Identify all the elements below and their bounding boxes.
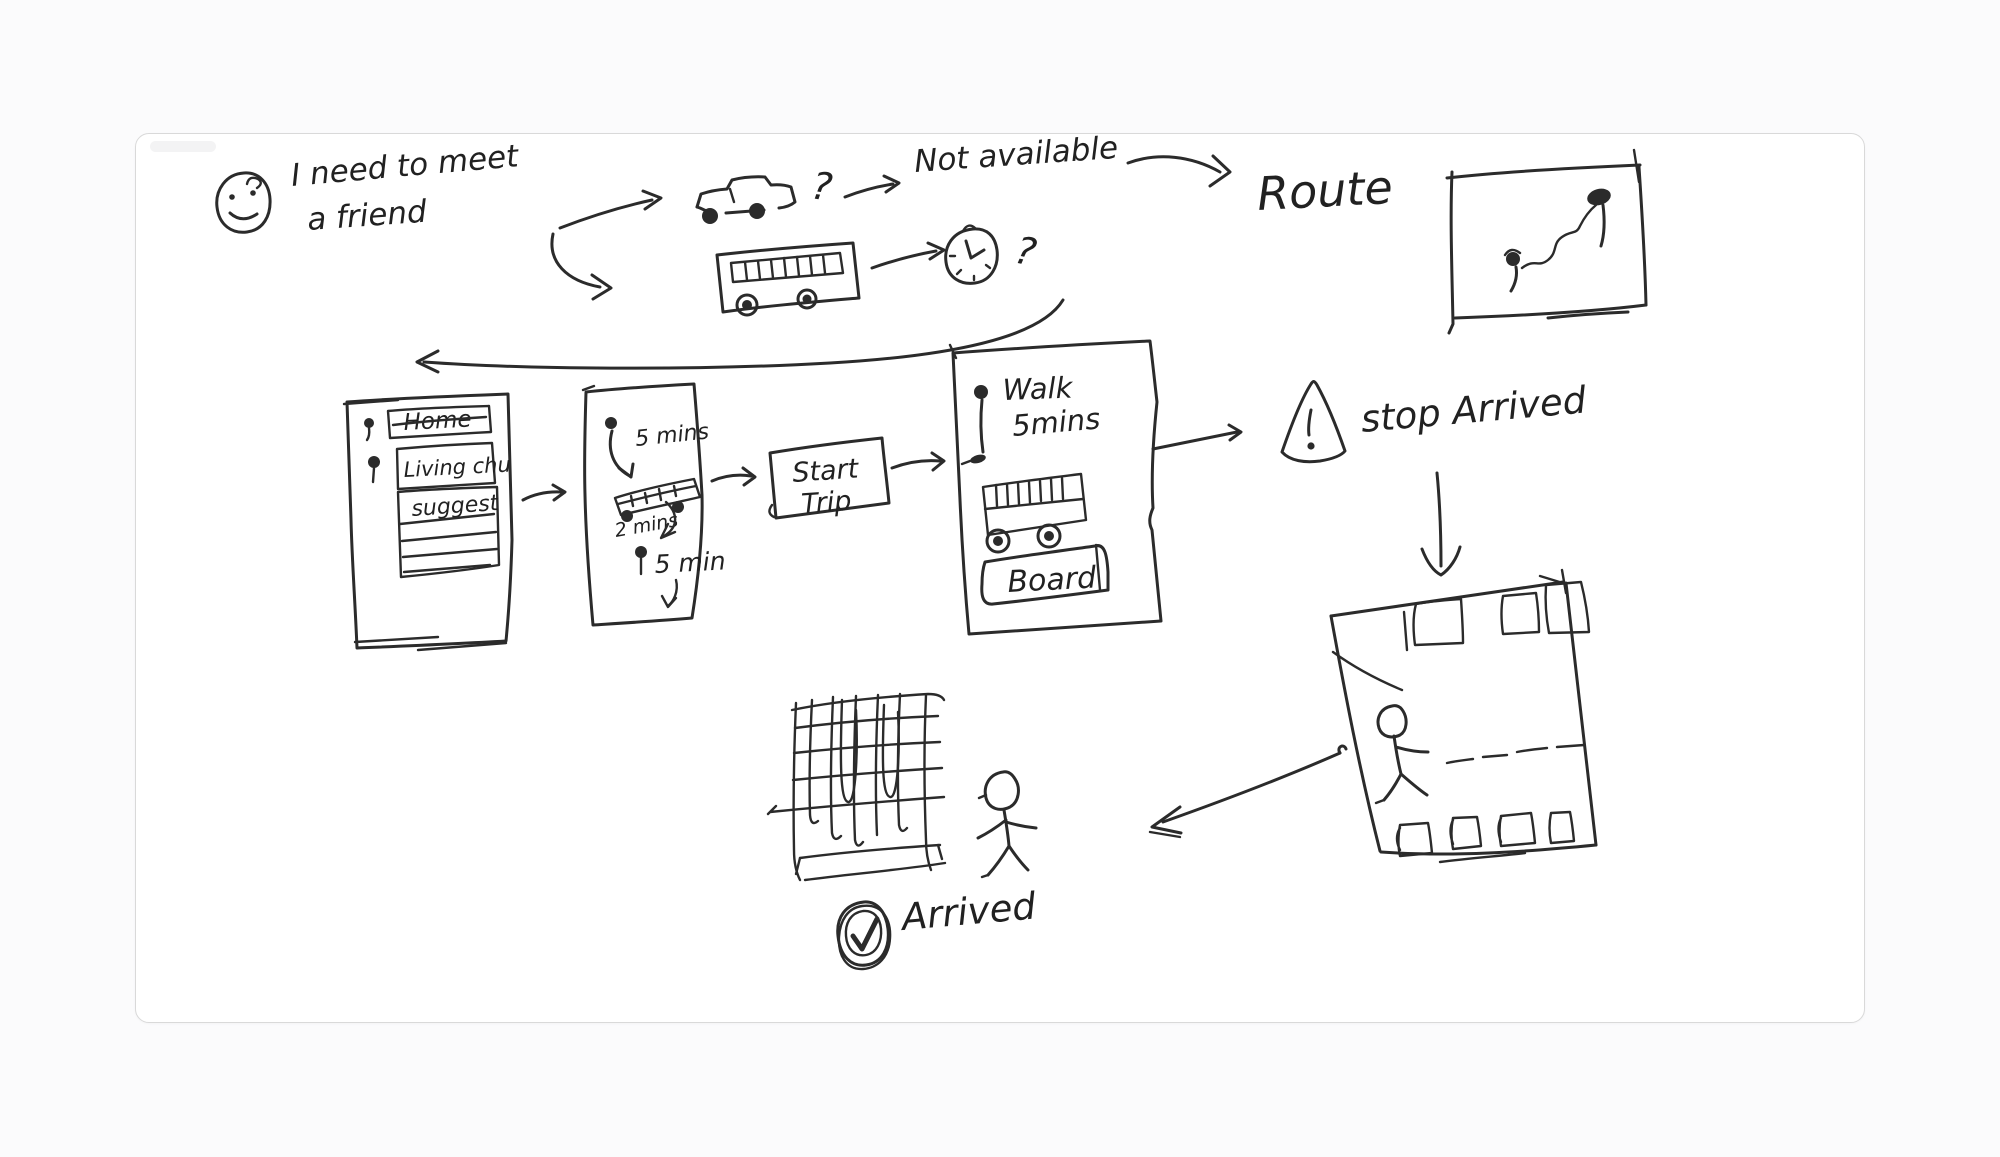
car-icon [695, 175, 797, 224]
smiley-face-icon [215, 171, 272, 234]
screen3-walk-label: Walk [1002, 371, 1074, 407]
screen1-route-input-sketch: Home Living chu suggest [342, 392, 514, 652]
branch-arrow-to-car [558, 189, 663, 230]
screen1-suggest-label: suggest [411, 491, 501, 522]
arrow-down-to-bus-interior [1420, 471, 1462, 577]
arrow-to-route [1126, 154, 1232, 188]
start-trip-button-sketch: Start Trip [768, 436, 891, 520]
intro-text-line2: a friend [306, 194, 428, 238]
canvas-ghost-highlight [150, 141, 216, 152]
not-available-label: Not available [913, 130, 1119, 180]
start-trip-label-line2: Trip [800, 486, 852, 520]
branch-arrow-to-bus [550, 232, 613, 301]
route-label: Route [1256, 160, 1394, 221]
screen3-board-button-label: Board [1007, 560, 1098, 600]
clock-question-mark: ? [1011, 228, 1040, 275]
map-grid-sketch [766, 692, 947, 882]
whiteboard-canvas[interactable] [135, 133, 1865, 1023]
route-map-icon [1445, 148, 1648, 335]
arrow-screen2-to-start-trip [710, 466, 757, 487]
intro-text-line1: I need to meet [290, 138, 522, 194]
arrow-start-trip-to-screen3 [890, 451, 946, 472]
warning-triangle-icon [1280, 380, 1347, 464]
arrow-bus-interior-to-arrival [1148, 744, 1348, 839]
arrow-screen1-to-screen2 [521, 483, 567, 502]
stop-arrived-label: stop Arrived [1359, 378, 1588, 441]
start-trip-label-line1: Start [791, 453, 860, 489]
arrived-label: Arrived [898, 884, 1038, 939]
swoop-arrow-back [415, 298, 1065, 374]
arrow-to-clock [870, 241, 946, 270]
screen3-trip-sketch: Walk 5mins Board [948, 339, 1163, 636]
walking-person-icon [976, 770, 1038, 879]
arrow-to-not-available [843, 174, 901, 199]
bus-icon [715, 241, 861, 317]
screen2-itinerary-sketch: 5 mins 2 mins 5 min [581, 382, 726, 627]
check-circle-icon [836, 900, 892, 971]
screen3-walk-time-label: 5mins [1011, 401, 1102, 443]
car-question-mark: ? [809, 163, 835, 209]
arrow-screen3-to-warning [1151, 423, 1243, 451]
screen1-living-field-label: Living chu [403, 452, 511, 482]
bus-interior-sketch [1329, 568, 1598, 864]
screen2-walk-last-label: 5 min [654, 546, 726, 579]
clock-icon [944, 224, 999, 285]
